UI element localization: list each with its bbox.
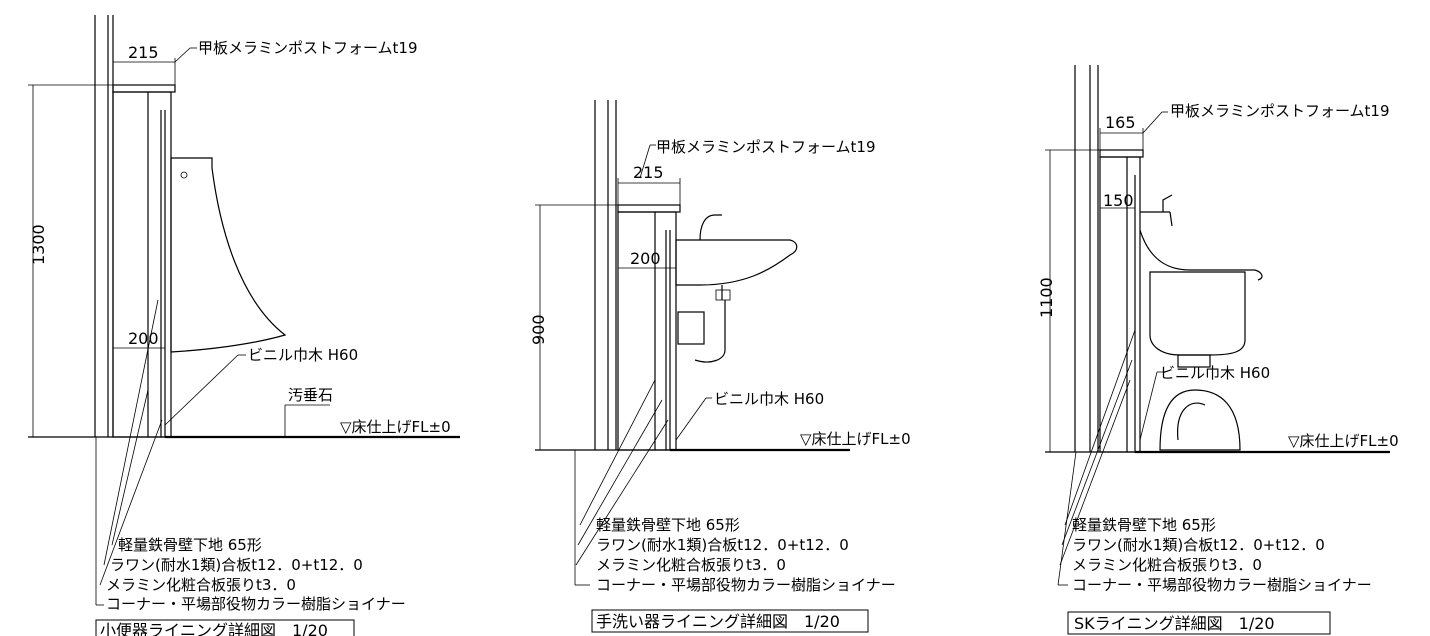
height-dimension: 1300 <box>29 224 48 265</box>
spec-line: ラワン(耐水1類)合板t12．0+t12．0 <box>1072 536 1325 554</box>
leader-line <box>174 47 191 63</box>
inner-width-dimension: 200 <box>128 329 159 348</box>
top-width-dimension: 215 <box>633 163 664 182</box>
leader-line <box>579 379 656 526</box>
stone-label: 汚垂石 <box>288 386 333 404</box>
leader-line <box>1059 379 1131 566</box>
top-width-dimension: 165 <box>1105 113 1136 132</box>
leader-line <box>1139 371 1158 441</box>
leader-line <box>577 399 663 546</box>
baseboard-label: ビニル巾木 H60 <box>714 390 824 408</box>
faucet <box>1140 194 1173 227</box>
spec-line: 軽量鉄骨壁下地 65形 <box>596 516 740 534</box>
drain-outlet <box>1177 354 1211 368</box>
counter-top <box>617 204 681 213</box>
electric-unit <box>677 311 705 345</box>
leader-line <box>1057 451 1077 586</box>
baseboard-label: ビニル巾木 H60 <box>1160 364 1270 382</box>
drain-pipe <box>694 300 726 363</box>
baseboard-label: ビニル巾木 H60 <box>248 346 358 364</box>
leader-line <box>99 419 163 586</box>
spec-line: コーナー・平場部役物カラー樹脂ショイナー <box>596 576 896 594</box>
leader-line <box>575 419 669 566</box>
height-dimension: 900 <box>529 314 548 345</box>
wash-basin <box>675 239 798 286</box>
spec-line: コーナー・平場部役物カラー樹脂ショイナー <box>106 595 406 613</box>
leader-line <box>164 354 239 426</box>
spec-line: コーナー・平場部役物カラー樹脂ショイナー <box>1072 576 1372 594</box>
leader-line <box>675 397 707 441</box>
spec-line: ラワン(耐水1類)合板t12．0+t12．0 <box>110 556 363 574</box>
height-dimension: 1100 <box>1037 277 1056 318</box>
drain-trap <box>715 289 731 301</box>
title-box <box>95 619 355 636</box>
sink-rim <box>1139 229 1263 281</box>
spec-line: 軽量鉄骨壁下地 65形 <box>1072 516 1216 534</box>
spec-line: メラミン化粧合板張りt3．0 <box>106 576 296 594</box>
leader-line <box>1142 111 1163 134</box>
sink-pedestal <box>1159 389 1241 451</box>
top-board-label: 甲板メラミンポストフォームt19 <box>198 39 418 57</box>
spec-line: メラミン化粧合板張りt3．0 <box>596 556 786 574</box>
leader-line <box>639 144 651 179</box>
title-box <box>591 609 869 633</box>
sk-sink-bowl <box>1149 271 1246 356</box>
lining-body <box>617 211 677 451</box>
floor-label: ▽床仕上げFL±0 <box>1288 432 1399 450</box>
trap-curve <box>1177 402 1206 441</box>
urinal-fixture <box>170 157 287 353</box>
counter-top <box>1099 149 1144 158</box>
floor-label: ▽床仕上げFL±0 <box>800 430 911 448</box>
detail-title: 小便器ライニング詳細図 1/20 <box>100 621 328 636</box>
urinal-lining-detail: 215 甲板メラミンポストフォームt19 200 1300 汚垂石 ▽床仕上げF… <box>28 15 460 636</box>
counter-top <box>112 84 176 93</box>
spec-line: 軽量鉄骨壁下地 65形 <box>118 536 262 554</box>
lining-body <box>112 91 172 438</box>
handwash-lining-detail: 215 甲板メラミンポストフォームt19 200 900 ▽床仕上げFL±0 ビ… <box>529 100 911 633</box>
top-width-dimension: 215 <box>128 43 159 62</box>
leader-line <box>1064 329 1136 526</box>
inner-width-dimension: 200 <box>630 249 661 268</box>
spec-line: メラミン化粧合板張りt3．0 <box>1072 556 1262 574</box>
title-box <box>1067 611 1331 635</box>
top-board-label: 甲板メラミンポストフォームt19 <box>1170 102 1390 120</box>
leader-line <box>111 389 149 546</box>
detail-title: SKライニング詳細図 1/20 <box>1074 614 1275 633</box>
sk-lining-detail: 165 甲板メラミンポストフォームt19 150 1100 ▽床仕上げFL±0 … <box>1037 65 1399 635</box>
detail-title: 手洗い器ライニング詳細図 1/20 <box>596 612 840 631</box>
floor-label: ▽床仕上げFL±0 <box>340 418 451 436</box>
inner-width-dimension: 150 <box>1103 191 1134 210</box>
top-board-label: 甲板メラミンポストフォームt19 <box>656 138 876 156</box>
faucet <box>699 214 722 241</box>
leader-line <box>103 299 159 566</box>
leader-line <box>1061 359 1133 546</box>
spec-line: ラワン(耐水1類)合板t12．0+t12．0 <box>596 536 849 554</box>
flush-valve <box>180 171 188 179</box>
